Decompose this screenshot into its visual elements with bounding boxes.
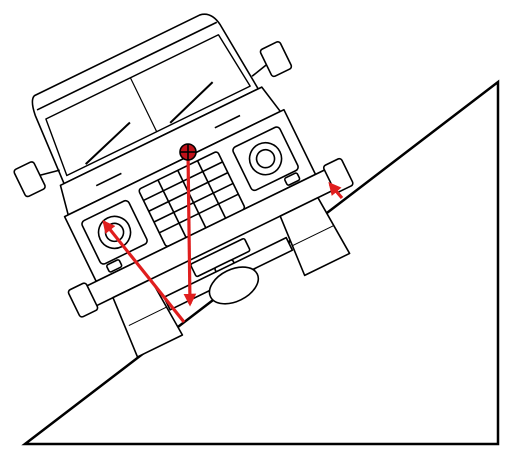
wiper-right <box>169 81 214 124</box>
wheel-right <box>279 196 351 277</box>
mirror-left <box>13 161 46 198</box>
wheel-right-tread <box>292 225 334 247</box>
indicator-left <box>106 259 123 273</box>
wiper-left <box>85 121 131 165</box>
mirror-right-arm <box>251 64 267 77</box>
bumper-end-left <box>67 282 99 318</box>
windscreen <box>45 34 251 177</box>
windscreen-divider <box>129 77 158 132</box>
roof-ridge <box>36 21 218 111</box>
weight-force-arrow <box>183 151 197 307</box>
bonnet-vent-2 <box>214 114 241 129</box>
mirror-left-arm <box>39 169 60 177</box>
downhill-reaction-arrow <box>102 220 186 323</box>
headlight-right <box>232 126 299 192</box>
differential <box>208 266 260 305</box>
indicator-right <box>284 172 301 186</box>
bumper-end-right <box>322 157 354 194</box>
mirror-right <box>259 40 293 78</box>
wheel-left <box>112 278 184 358</box>
uphill-reaction-arrow <box>328 182 344 200</box>
wheel-left-tread <box>128 306 167 326</box>
bonnet-vent-1 <box>95 172 122 187</box>
center-of-gravity-icon <box>179 143 197 161</box>
